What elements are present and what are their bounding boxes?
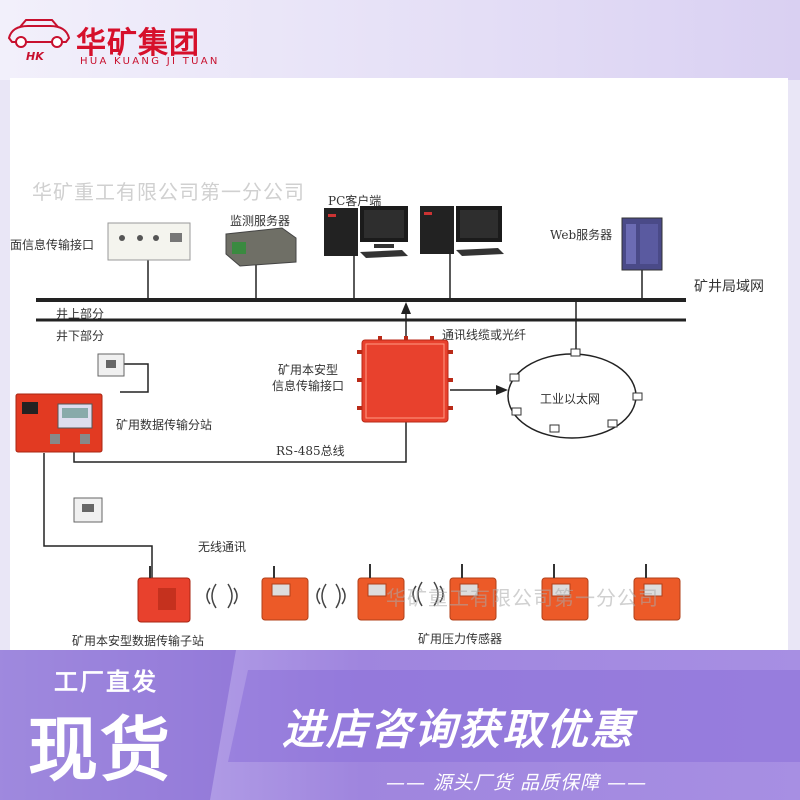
info-interface-device xyxy=(357,336,453,423)
label-child-station: 矿用本安型数据传输子站 xyxy=(72,634,205,648)
surface-interface-device xyxy=(107,222,191,261)
watermark-text-1: 华矿重工有限公司第一分公司 xyxy=(32,180,305,204)
wireless-signal-icon-3 xyxy=(412,581,444,607)
label-ethernet: 工业以太网 xyxy=(540,392,601,406)
pressure-sensor-5 xyxy=(633,564,681,621)
label-wireless: 无线通讯 xyxy=(198,540,247,554)
pressure-sensor-2 xyxy=(357,564,405,621)
car-logo-icon xyxy=(7,19,71,48)
label-pressure-sensor: 矿用压力传感器 xyxy=(418,632,503,646)
label-cable: 通讯线缆或光纤 xyxy=(442,328,527,342)
label-network: 矿井局域网 xyxy=(694,279,764,295)
pressure-sensor-4 xyxy=(541,564,589,621)
label-monitor-server: 监测服务器 xyxy=(230,214,291,228)
label-rs485: RS-485总线 xyxy=(276,444,345,458)
wireless-signal-icon-2 xyxy=(316,583,346,609)
pc-client-device-1 xyxy=(324,206,408,258)
label-underground: 井下部分 xyxy=(56,329,105,343)
label-data-substation: 矿用数据传输分站 xyxy=(116,418,213,432)
label-info-interface: 矿用本安型 信息传输接口 xyxy=(272,363,345,393)
web-server-device xyxy=(621,217,663,271)
in-stock-text: 现货 xyxy=(28,709,172,791)
data-substation-device xyxy=(15,393,103,453)
promo-banner: 工厂直发 现货 进店咨询获取优惠 —— 源头厂货 品质保障 —— xyxy=(0,650,800,800)
watermark-text-2: 华矿重工有限公司第一分公司 xyxy=(386,586,659,610)
logo-hk-text: HK xyxy=(26,50,44,63)
sensor-box-2 xyxy=(73,497,103,523)
label-aboveground: 井上部分 xyxy=(56,307,105,321)
consult-offer-text: 进店咨询获取优惠 xyxy=(282,705,635,754)
label-surface-interface: 面信息传输接口 xyxy=(10,238,95,252)
header-banner: HK 华矿集团 HUA KUANG JI TUAN xyxy=(0,0,800,80)
monitor-server-device xyxy=(225,227,297,267)
label-web-server: Web服务器 xyxy=(550,228,613,242)
quality-tagline: —— 源头厂货 品质保障 —— xyxy=(386,772,648,794)
label-pc-client: PC客户端 xyxy=(328,194,382,208)
system-diagram: 华矿重工有限公司第一分公司 华矿重工有限公司第一分公司 面信息传输接口 监测服务… xyxy=(10,78,788,658)
brand-name-pinyin: HUA KUANG JI TUAN xyxy=(80,56,220,67)
pc-client-device-2 xyxy=(420,206,504,256)
factory-direct-text: 工厂直发 xyxy=(54,668,158,696)
wireless-signal-icon-1 xyxy=(206,583,238,609)
brand-name: 华矿集团 xyxy=(76,26,200,61)
sensor-box-1 xyxy=(97,353,125,377)
pressure-sensor-1 xyxy=(261,566,309,621)
pressure-sensor-3 xyxy=(449,564,497,621)
child-station-device xyxy=(137,566,191,623)
